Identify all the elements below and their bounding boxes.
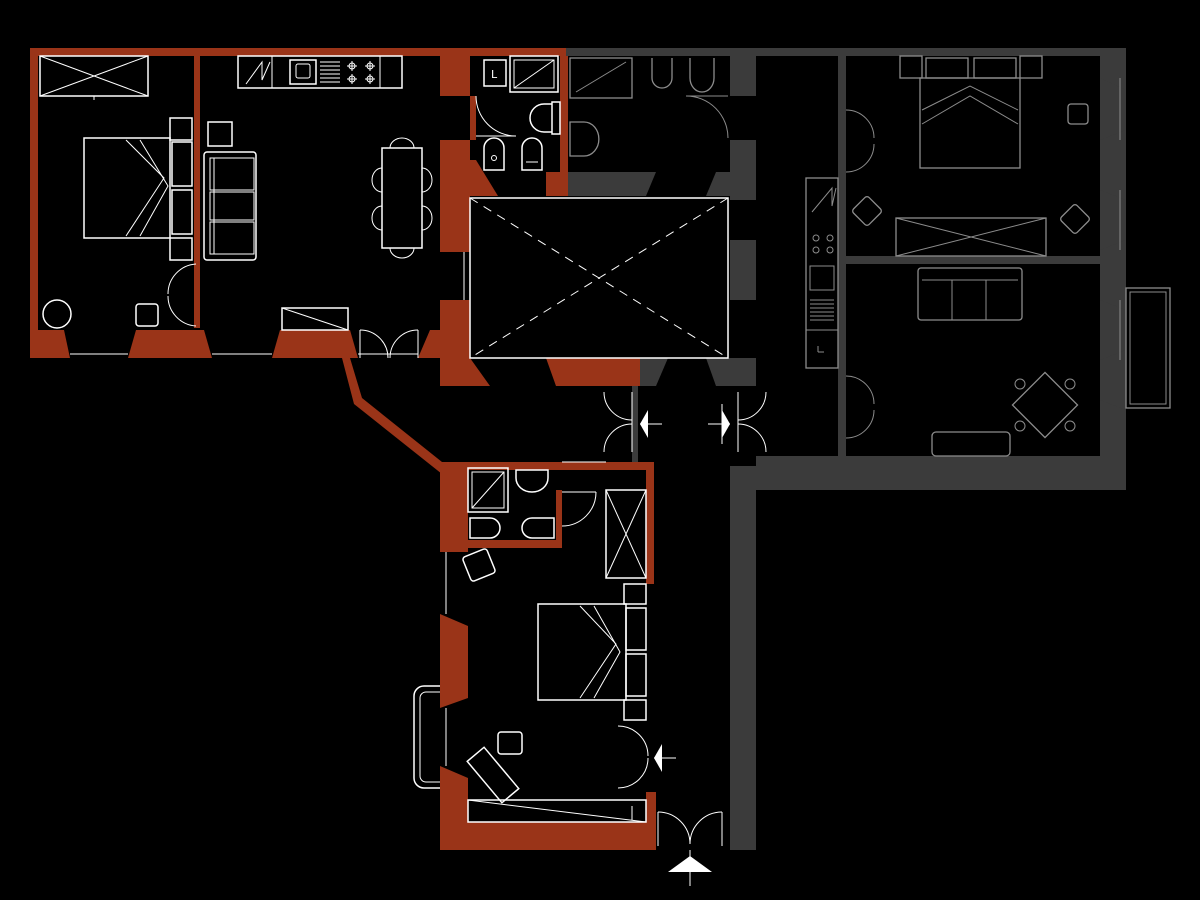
balcony (413, 685, 440, 789)
bedroom-1-door (167, 263, 197, 327)
living-door (359, 329, 419, 359)
other-nightstand (1067, 103, 1089, 125)
wardrobe-top-left (39, 55, 149, 100)
washbasin-1 (521, 137, 543, 171)
armchair-square (207, 121, 233, 147)
other-kitchenette (805, 177, 839, 369)
lower-unit (413, 461, 649, 823)
light-well (469, 197, 729, 359)
other-toilet (689, 58, 715, 93)
armchair-lower (462, 548, 496, 582)
round-table (42, 299, 72, 329)
living-kitchen (203, 55, 433, 359)
other-bidet (651, 58, 673, 89)
stool (135, 303, 159, 327)
middle-entrance-arrow-icon (708, 404, 730, 444)
other-armchair-1 (852, 196, 882, 226)
shower-1 (509, 55, 559, 93)
cabinet-lower (467, 799, 647, 823)
bedroom-2-door (617, 725, 649, 789)
bidet-1 (483, 137, 505, 171)
other-doors (845, 109, 875, 439)
left-entrance-arrow-icon (640, 410, 662, 438)
other-shower (569, 57, 633, 99)
main-entrance-arrow-icon (668, 850, 712, 886)
corridor-doors (603, 391, 767, 846)
other-armchair-2 (1060, 204, 1090, 234)
bathroom-1-door (475, 95, 517, 137)
washbasin-2 (521, 517, 555, 539)
other-bed (899, 55, 1043, 169)
other-cabinet (931, 431, 1011, 457)
other-bath-door (685, 95, 729, 139)
bathroom-1: L (475, 55, 561, 171)
tv-cabinet (281, 307, 349, 331)
other-unit (569, 55, 1171, 457)
shower-2 (467, 467, 509, 513)
stove-icon (347, 61, 375, 84)
highlighted-unit-walls (30, 48, 656, 850)
dining-table (371, 137, 433, 259)
double-bed-2 (537, 583, 647, 721)
other-dining-table (1011, 371, 1079, 439)
other-unit-walls (566, 48, 1126, 850)
sofa (203, 151, 257, 261)
double-bed-1 (83, 117, 193, 261)
bedroom-1 (39, 55, 197, 329)
wardrobe-lower (605, 489, 647, 579)
desk (466, 746, 520, 804)
other-balcony (1125, 287, 1171, 409)
kitchen-counter (237, 55, 403, 89)
sink-icon (320, 61, 340, 83)
bathroom-2-door (561, 461, 606, 527)
toilet-2 (515, 469, 549, 493)
desk-chair (497, 731, 523, 755)
other-sofa (917, 267, 1023, 321)
other-wardrobe (895, 217, 1047, 257)
toilet-1 (529, 101, 561, 135)
laundry-box (483, 59, 507, 87)
lower-entrance-arrow-icon (654, 744, 676, 772)
other-washbasin (569, 121, 600, 157)
laundry-label: L (491, 68, 498, 81)
bidet-2 (469, 517, 501, 539)
entrance-arrows (640, 404, 730, 886)
